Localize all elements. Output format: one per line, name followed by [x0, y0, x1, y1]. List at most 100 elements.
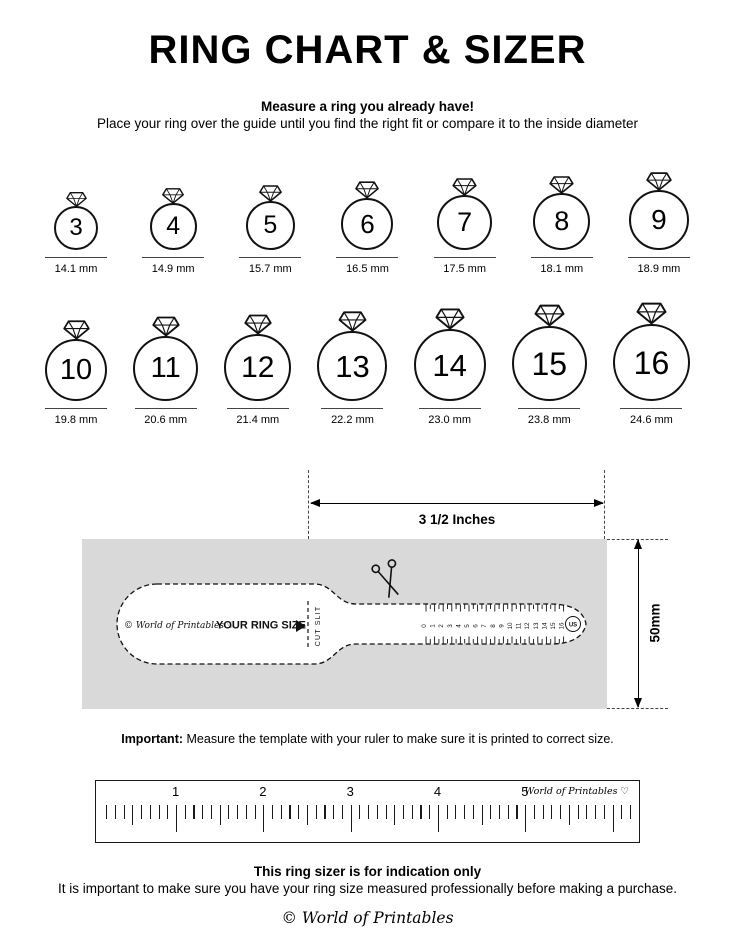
ruler-tick — [167, 805, 169, 819]
ruler-tick — [280, 805, 282, 819]
ring-circle: 4 — [149, 203, 197, 250]
ruler-tick — [341, 805, 343, 819]
ruler-tick — [586, 805, 588, 819]
ruler-tick — [411, 805, 413, 819]
ruler-tick — [298, 805, 300, 819]
ruler-tick — [237, 805, 239, 819]
diamond-icon — [162, 188, 185, 204]
ruler-tick — [306, 805, 309, 825]
ruler-tick — [132, 805, 134, 825]
ring-size-number: 16 — [633, 344, 670, 381]
ring-size-number: 8 — [554, 206, 570, 236]
ring-diameter-label: 17.5 mm — [443, 263, 487, 275]
scale-number: 8 — [490, 624, 497, 628]
ruler-tick — [193, 805, 195, 819]
us-circle — [565, 616, 581, 632]
ring-size-12: 12 21.4 mm — [224, 313, 292, 426]
ring-circle: 10 — [45, 339, 107, 401]
sizer-paddle-outline — [116, 583, 587, 665]
measure-guide-line-left — [308, 470, 309, 539]
ring-divider — [239, 257, 302, 258]
diamond-icon — [646, 172, 672, 191]
ruler-tick — [210, 805, 212, 819]
diamond-icon — [152, 316, 180, 337]
paddle-brand-text: © World of Printables ♡ — [124, 621, 235, 631]
subtitle: Measure a ring you already have! — [260, 99, 475, 114]
ruler-tick — [141, 805, 143, 819]
ring-diameter-label: 23.0 mm — [428, 414, 472, 426]
ring-diameter-label: 21.4 mm — [236, 414, 280, 426]
diamond-icon — [65, 192, 87, 207]
ruler-tick — [437, 805, 439, 832]
ruler-tick — [315, 805, 317, 819]
ruler-tick — [612, 805, 614, 832]
footer-copyright: © World of Printables — [281, 909, 454, 927]
scale-number: 3 — [447, 624, 454, 628]
ruler-tick — [184, 805, 186, 819]
ruler-number: 5 — [521, 784, 529, 799]
ruler-tick — [560, 805, 562, 819]
ruler-tick — [324, 805, 326, 819]
footer-disclaimer-title: This ring sizer is for indication only — [253, 864, 482, 879]
important-label: Important: — [121, 732, 184, 746]
ring-circle: 12 — [224, 334, 292, 401]
diamond-icon — [62, 320, 90, 340]
ruler-tick — [629, 805, 632, 819]
ring-size-number: 5 — [263, 211, 278, 239]
ruler-tick — [176, 805, 178, 832]
ring-divider — [433, 257, 496, 258]
ring-circle: 7 — [437, 195, 493, 250]
scale-number: 7 — [481, 624, 488, 628]
scale-number: 11 — [516, 622, 523, 629]
ruler-tick — [446, 805, 448, 819]
ring-divider — [627, 257, 690, 258]
ring-size-number: 7 — [457, 207, 473, 237]
ruler-number: 1 — [172, 784, 180, 799]
ring-size-number: 4 — [166, 212, 181, 240]
ring-sizer-template: 3 1/2 Inches © World of Printables ♡ YOU… — [0, 452, 735, 720]
diamond-icon — [452, 178, 477, 196]
ring-size-number: 3 — [69, 214, 83, 241]
scale-number: 4 — [455, 624, 462, 628]
ruler-number: 2 — [259, 784, 267, 799]
ruler-tick — [123, 805, 125, 819]
diamond-icon — [549, 176, 574, 194]
ring-circle: 15 — [511, 326, 587, 401]
ruler-tick — [455, 805, 457, 819]
ruler-tick — [464, 805, 466, 819]
scale-number: 1 — [430, 624, 437, 628]
description: Place your ring over the guide until you… — [96, 116, 639, 131]
cut-slit-label: CUT SLIT — [315, 606, 322, 647]
ruler-tick — [245, 805, 247, 819]
ring-size-number: 10 — [59, 353, 93, 386]
ring-divider — [418, 408, 481, 409]
ruler-tick — [507, 805, 509, 819]
ring-circle: 8 — [533, 193, 591, 250]
ruler-number: 4 — [433, 784, 442, 799]
ruler-tick — [490, 805, 492, 819]
ruler-tick — [263, 805, 265, 832]
ruler-tick — [228, 805, 230, 819]
page-title: RING CHART & SIZER — [148, 28, 587, 72]
ruler-tick — [621, 805, 623, 819]
important-text: Measure the template with your ruler to … — [183, 732, 614, 746]
diamond-icon — [534, 304, 565, 327]
ruler-tick — [533, 805, 536, 819]
ruler-tick — [158, 805, 160, 819]
ruler-brand: World of Printables ♡ — [524, 786, 630, 797]
footer-disclaimer-text: It is important to make sure you have yo… — [57, 881, 678, 896]
ring-divider — [45, 408, 107, 409]
ruler-tick — [481, 805, 483, 825]
ring-divider — [321, 408, 384, 409]
ring-diameter-label: 23.8 mm — [527, 414, 571, 426]
ruler-tick — [376, 805, 378, 819]
ring-circle: 11 — [133, 336, 199, 401]
